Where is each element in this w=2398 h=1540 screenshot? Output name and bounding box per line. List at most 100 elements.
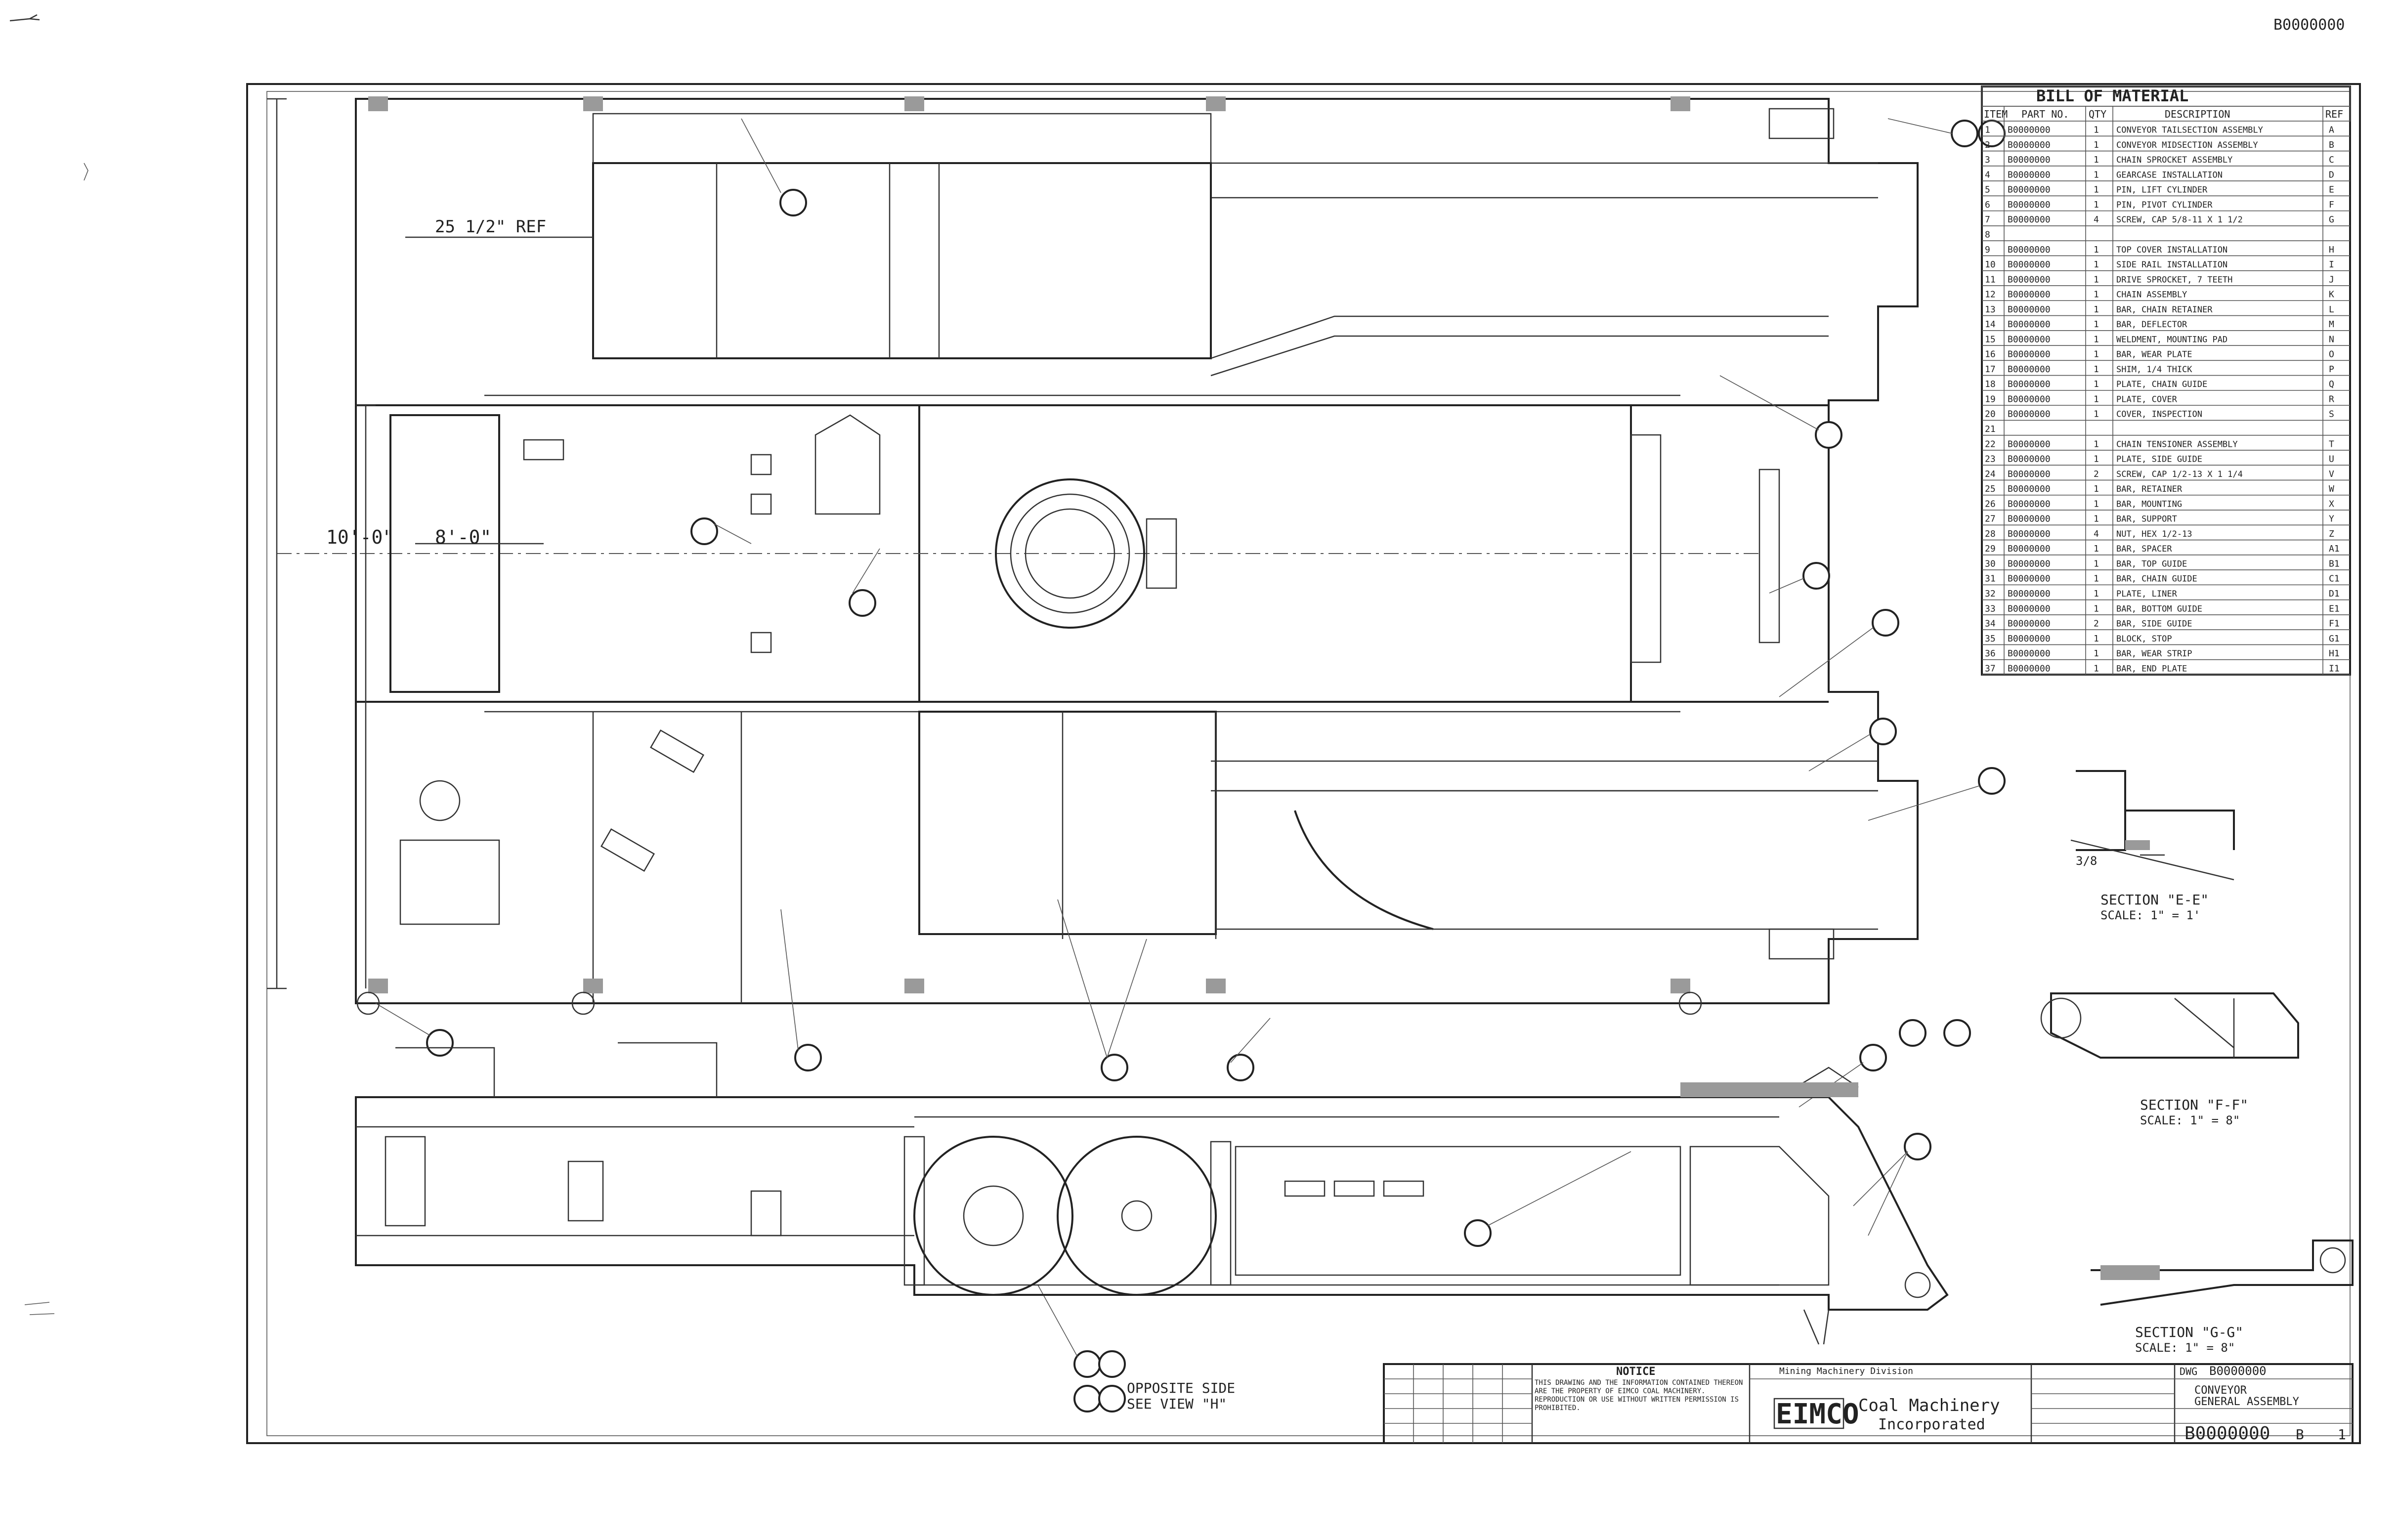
bom-cell-ref: A (2329, 125, 2334, 135)
bom-cell-ref: S (2329, 409, 2334, 420)
bom-cell-item: 10 (1985, 259, 1996, 270)
bom-cell-part: B0000000 (2008, 603, 2051, 614)
bom-cell-desc: PIN, LIFT CYLINDER (2116, 185, 2208, 195)
bom-cell-qty: 1 (2094, 245, 2099, 255)
bom-cell-ref: N (2329, 334, 2334, 344)
leader-lines (375, 118, 1980, 1357)
bom-cell-qty: 1 (2094, 514, 2099, 524)
bom-cell-desc: BAR, END PLATE (2116, 664, 2187, 674)
bom-cell-part: B0000000 (2008, 170, 2051, 180)
bom-cell-ref: L (2329, 304, 2334, 315)
bom-cell-part: B0000000 (2008, 409, 2051, 420)
bom-cell-ref: F (2329, 200, 2334, 210)
bom-cell-desc: CONVEYOR MIDSECTION ASSEMBLY (2116, 140, 2258, 150)
bom-cell-item: 31 (1985, 574, 1996, 584)
bom-cell-ref: P (2329, 364, 2334, 375)
notice-title: NOTICE (1616, 1366, 1655, 1378)
bom-cell-item: 28 (1985, 529, 1996, 539)
bom-cell-part: B0000000 (2008, 140, 2051, 150)
bom-cell-desc: BAR, SUPPORT (2116, 514, 2177, 524)
sheet-count: 1 (2338, 1426, 2346, 1443)
bom-header-ref: REF (2325, 108, 2343, 120)
notice-body-wrap: THIS DRAWING AND THE INFORMATION CONTAIN… (1535, 1379, 1743, 1412)
bom-cell-qty: 1 (2094, 544, 2099, 554)
dwg-number-top: B0000000 (2209, 1364, 2267, 1378)
bom-cell-part: B0000000 (2008, 394, 2051, 404)
bom-cell-qty: 1 (2094, 304, 2099, 315)
bom-cell-qty: 1 (2094, 484, 2099, 494)
section-f-scale: SCALE: 1" = 8" (2140, 1113, 2240, 1127)
bom-header-item: ITEM (1984, 108, 2008, 120)
bom-cell-part: B0000000 (2008, 589, 2051, 599)
bom-cell-ref: K (2329, 290, 2334, 300)
bom-cell-ref: Y (2329, 514, 2334, 524)
bom-cell-desc: SCREW, CAP 5/8-11 X 1 1/2 (2116, 215, 2243, 225)
section-e-title: SECTION "E-E" (2100, 892, 2209, 908)
bom-cell-ref: B1 (2329, 558, 2340, 569)
dimension-overall-length: 10'-0" (326, 526, 394, 548)
bom-cell-item: 1 (1985, 125, 1990, 135)
bom-cell-item: 20 (1985, 409, 1996, 420)
bom-title: BILL OF MATERIAL (2036, 86, 2188, 105)
bom-cell-qty: 1 (2094, 409, 2099, 420)
side-elevation (355, 1042, 1949, 1345)
bom-cell-ref: D1 (2329, 589, 2340, 599)
bom-cell-part: B0000000 (2008, 574, 2051, 584)
bom-cell-item: 3 (1985, 155, 1990, 165)
bom-cell-item: 12 (1985, 290, 1996, 300)
bom-cell-qty: 1 (2094, 290, 2099, 300)
bom-cell-qty: 4 (2094, 529, 2099, 539)
dimension-inner-length: 8'-0" (435, 526, 491, 548)
bom-cell-part: B0000000 (2008, 364, 2051, 375)
bom-cell-desc: DRIVE SPROCKET, 7 TEETH (2116, 275, 2232, 285)
bom-cell-part: B0000000 (2008, 484, 2051, 494)
bom-cell-item: 27 (1985, 514, 1996, 524)
bom-cell-ref: I1 (2329, 663, 2340, 674)
bom-cell-part: B0000000 (2008, 648, 2051, 659)
dimension-ref-width: 25 1/2" REF (435, 217, 546, 237)
bom-cell-desc: TOP COVER INSTALLATION (2116, 245, 2227, 255)
bom-cell-ref: A1 (2329, 544, 2340, 554)
bom-cell-part: B0000000 (2008, 245, 2051, 255)
title-line1: CONVEYOR (2194, 1384, 2247, 1397)
bom-cell-desc: CHAIN SPROCKET ASSEMBLY (2116, 155, 2232, 165)
bom-cell-qty: 1 (2094, 334, 2099, 344)
bom-cell-ref: G1 (2329, 634, 2340, 644)
bom-cell-desc: BAR, TOP GUIDE (2116, 559, 2187, 569)
bom-cell-item: 34 (1985, 619, 1996, 629)
bom-cell-ref: J (2329, 274, 2334, 285)
section-g-view (2091, 1240, 2354, 1306)
bom-cell-desc: BAR, SPACER (2116, 544, 2172, 554)
bom-cell-part: B0000000 (2008, 663, 2051, 674)
bom-row: 8 (1982, 230, 2350, 241)
bom-cell-ref: E1 (2329, 603, 2340, 614)
bom-cell-item: 33 (1985, 603, 1996, 614)
bom-cell-ref: R (2329, 394, 2334, 404)
bom-cell-part: B0000000 (2008, 619, 2051, 629)
bom-cell-qty: 1 (2094, 170, 2099, 180)
bom-cell-qty: 1 (2094, 259, 2099, 270)
bom-cell-part: B0000000 (2008, 544, 2051, 554)
section-g-scale: SCALE: 1" = 8" (2135, 1341, 2235, 1355)
bom-cell-item: 5 (1985, 185, 1990, 195)
bom-cell-qty: 1 (2094, 349, 2099, 360)
bom-cell-qty: 1 (2094, 125, 2099, 135)
bom-cell-qty: 1 (2094, 200, 2099, 210)
bom-cell-item: 18 (1985, 379, 1996, 389)
bom-cell-desc: PLATE, CHAIN GUIDE (2116, 380, 2207, 389)
bom-cell-item: 6 (1985, 200, 1990, 210)
